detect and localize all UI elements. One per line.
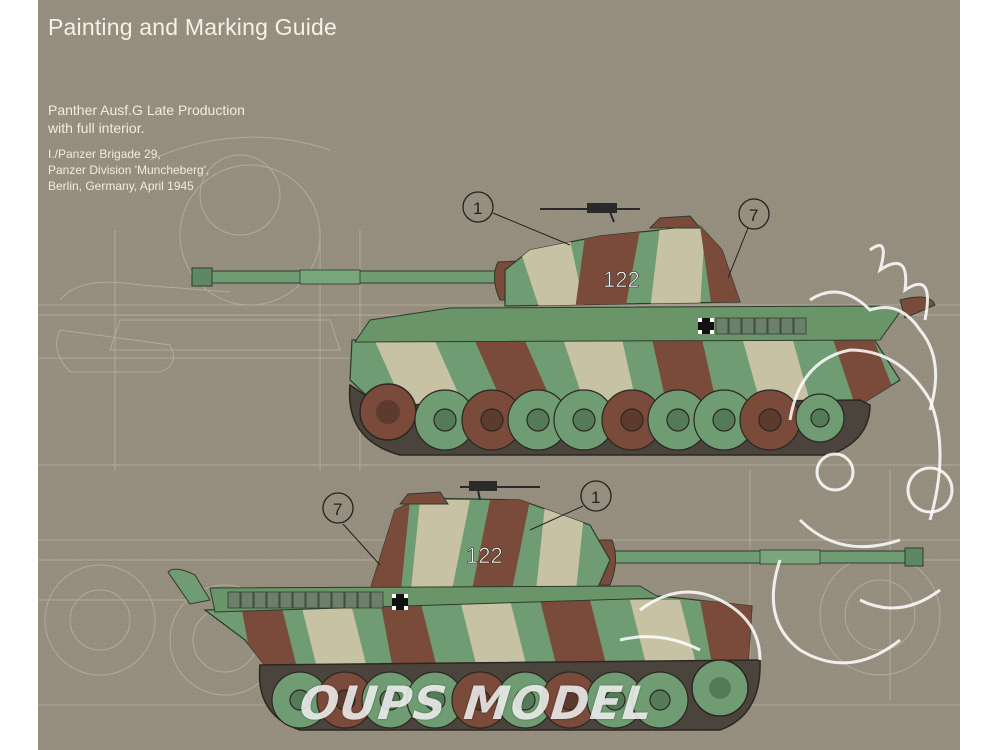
tank-artwork: 122 bbox=[38, 136, 960, 731]
unit-description: I./Panzer Brigade 29, Panzer Division 'M… bbox=[48, 146, 209, 194]
guide-panel: Painting and Marking Guide Panther Ausf.… bbox=[38, 0, 960, 750]
tank-top-callout-left: 1 bbox=[473, 199, 482, 218]
tank-bottom-callout-left: 7 bbox=[333, 500, 342, 519]
vehicle-line-1: Panther Ausf.G Late Production bbox=[48, 102, 245, 118]
balkenkreuz-icon bbox=[698, 318, 714, 334]
tank-top-callout-right: 7 bbox=[749, 206, 758, 225]
callout-circle-icon: 1 bbox=[462, 191, 571, 246]
mg-top bbox=[540, 203, 640, 223]
tank-top-spare-tracks bbox=[715, 317, 807, 335]
tank-top-turret-number: 122 bbox=[603, 267, 640, 292]
vehicle-description: Panther Ausf.G Late Production with full… bbox=[48, 101, 245, 137]
unit-line-1: I./Panzer Brigade 29, bbox=[48, 147, 161, 161]
tank-bottom-callout-right: 1 bbox=[591, 488, 600, 507]
callout-circle-icon: 7 bbox=[727, 198, 770, 279]
balkenkreuz-icon bbox=[392, 594, 408, 610]
page-title: Painting and Marking Guide bbox=[48, 14, 338, 40]
tank-bottom-profile: 122 bbox=[167, 480, 924, 731]
watermark-logo: OUPS MODEL bbox=[297, 676, 656, 730]
tank-bottom-turret-number: 122 bbox=[466, 543, 503, 568]
unit-line-3: Berlin, Germany, April 1945 bbox=[48, 179, 194, 193]
callout-circle-icon: 1 bbox=[529, 480, 612, 531]
tank-bottom-road-wheels bbox=[271, 671, 689, 729]
unit-line-2: Panzer Division 'Muncheberg', bbox=[48, 163, 210, 177]
tank-bottom-spare-tracks bbox=[227, 591, 384, 609]
mascot-logo bbox=[619, 244, 954, 665]
vehicle-line-2: with full interior. bbox=[48, 120, 145, 136]
mg-bottom bbox=[460, 481, 540, 501]
tank-top-profile: 122 bbox=[191, 191, 936, 456]
tank-top-road-wheels bbox=[414, 389, 845, 451]
callout-circle-icon: 7 bbox=[322, 492, 381, 566]
